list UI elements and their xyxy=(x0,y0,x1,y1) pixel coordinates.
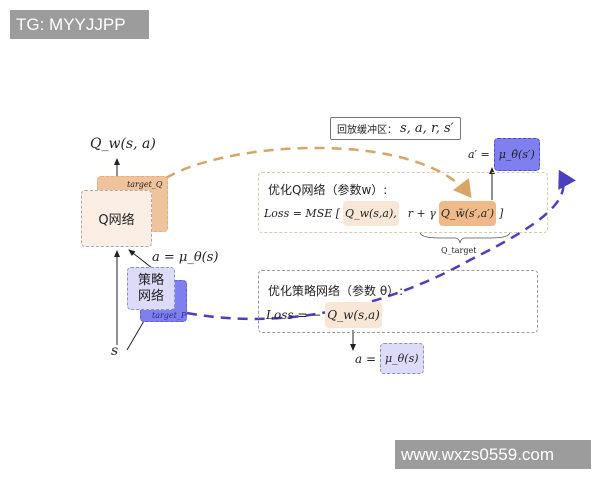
replay-buffer-contents: s, a, r, s′ xyxy=(400,121,454,136)
q-network: Q网络 xyxy=(81,190,152,247)
policy-q-term: Q_w(s,a) xyxy=(325,302,382,328)
policy-optimization-title: 优化策略网络（参数 θ）: xyxy=(268,284,404,298)
q-target-prefix: r + γ xyxy=(407,207,436,220)
q-optimization-panel xyxy=(258,172,548,233)
replay-buffer: 回放缓冲区： s, a, r, s′ xyxy=(330,117,461,140)
policy-network-label-2: 网络 xyxy=(137,288,164,304)
policy-loss-formula: Loss = − Q_w(s,a) xyxy=(266,302,382,328)
target-policy-output: μ_θ̄(s′) xyxy=(493,138,540,171)
policy-network-label-1: 策略 xyxy=(137,272,164,288)
blue-target-update-curve xyxy=(186,169,576,321)
next-action: a′ = μ_θ̄(s′) xyxy=(468,138,540,171)
q-network-label: Q网络 xyxy=(98,213,135,228)
policy-action-output: μ_θ(s) xyxy=(380,343,424,374)
action-label: a = μ_θ(s) xyxy=(152,250,219,265)
watermark-bottom-right: www.wxzs0559.com xyxy=(395,440,591,469)
q-target-label: Q_target xyxy=(441,246,477,255)
q-target-term: Q_w̄(s′,a′) xyxy=(438,201,497,226)
q-loss-formula: Loss = MSE [ Q_w(s,a), r + γ Q_w̄(s′,a′)… xyxy=(264,201,503,226)
q-loss-close: ] xyxy=(499,207,504,220)
orange-target-update-curve xyxy=(165,146,472,198)
q-term: Q_w(s,a), xyxy=(343,201,399,226)
policy-to-q-arrow xyxy=(128,249,153,269)
q-output-label: Q_w(s, a) xyxy=(90,136,156,152)
q-loss-prefix: Loss = MSE [ xyxy=(264,207,341,220)
policy-optimization-panel xyxy=(258,270,538,333)
replay-buffer-label: 回放缓冲区： xyxy=(337,125,397,136)
next-action-lhs: a′ = xyxy=(468,148,490,161)
policy-loss-prefix: Loss = − xyxy=(266,308,322,322)
watermark-top-left: TG: MYYJJPP xyxy=(10,10,149,39)
state-label: s xyxy=(111,343,119,359)
q-target-brace xyxy=(419,231,511,244)
policy-action-lhs: a = xyxy=(355,351,377,366)
target-q-label: target_Q xyxy=(127,180,163,189)
target-p-label: target_P xyxy=(152,311,187,320)
q-optimization-title: 优化Q网络（参数w）: xyxy=(268,183,388,197)
policy-network: 策略 网络 xyxy=(127,267,175,310)
policy-action: a = μ_θ(s) xyxy=(355,343,424,374)
